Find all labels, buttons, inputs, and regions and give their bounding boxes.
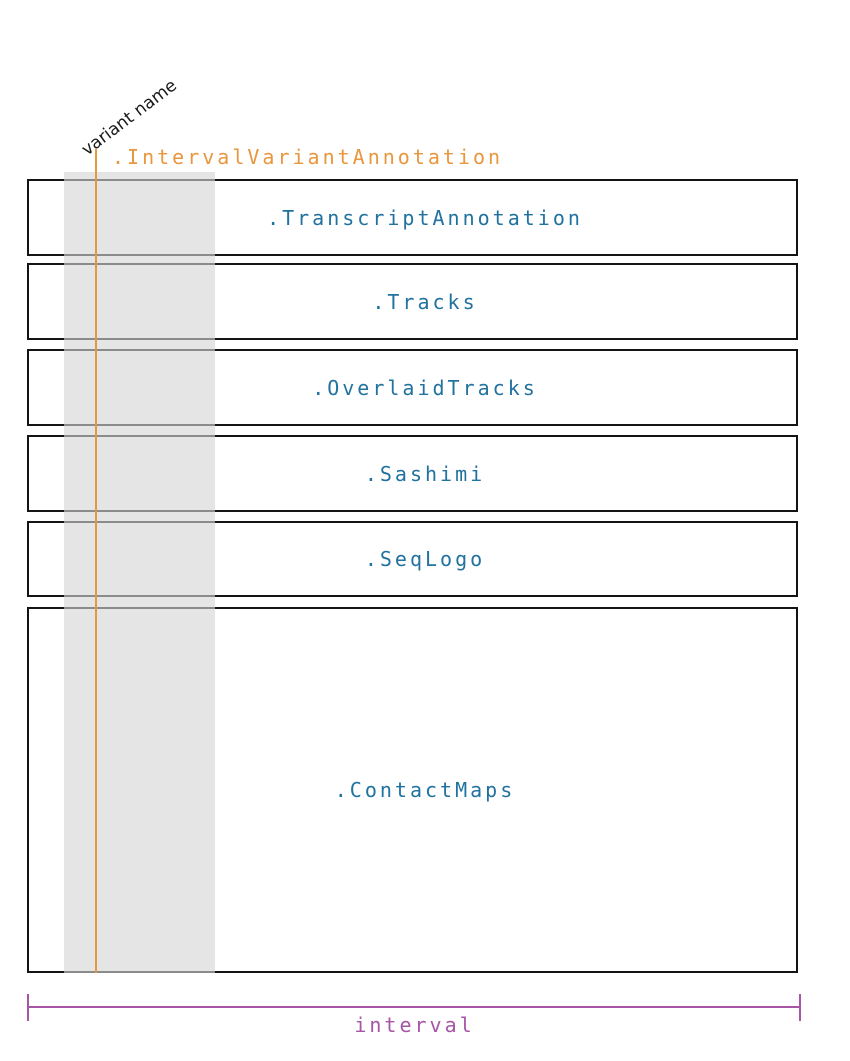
variant-position-line: [95, 149, 97, 973]
interval-variant-annotation-label: .IntervalVariantAnnotation: [112, 145, 504, 169]
interval-bracket-right-tick: [799, 994, 801, 1021]
interval-bracket-line: [28, 1006, 801, 1008]
interval-label: interval: [354, 1013, 475, 1037]
interval-bracket-left-tick: [27, 994, 29, 1021]
variant-highlight-band: [64, 172, 215, 973]
